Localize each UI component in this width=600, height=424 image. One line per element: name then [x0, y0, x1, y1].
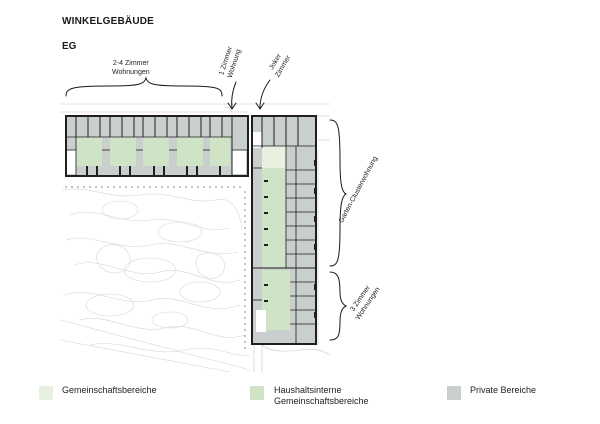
arrow-joker [259, 79, 271, 109]
brace-garden-cluster [329, 119, 348, 267]
arrow-one-room-head [227, 102, 237, 110]
joker-room-entry [252, 132, 262, 148]
legend-label-line: Gemeinschaftsbereiche [274, 396, 369, 406]
wing-walls [251, 115, 317, 345]
legend-label-common: Gemeinschaftsbereiche [62, 385, 157, 396]
legend-swatch-common [39, 386, 53, 400]
floor-label: EG [62, 41, 77, 52]
legend-swatch-household [250, 386, 264, 400]
dot-row-horizontal [65, 186, 241, 188]
legend-swatch-private [447, 386, 461, 400]
legend-label-line: Gemeinschaftsbereiche [62, 385, 157, 395]
legend-label-household: Haushaltsinterne Gemeinschaftsbereiche [274, 385, 369, 407]
household-common-areas [76, 137, 230, 166]
annotation-line: Wohnungen [112, 68, 150, 76]
dot-row-vertical [244, 191, 246, 349]
entry-areas [66, 150, 246, 174]
annotation-line: 2-4 Zimmer [112, 60, 149, 67]
corridor-common [262, 146, 286, 168]
arrow-joker-head [255, 102, 265, 110]
horizontal-wing [65, 115, 249, 177]
legend-label-line: Private Bereiche [470, 385, 537, 395]
path-dots [65, 186, 246, 349]
drawing-title: WINKELGEBÄUDE [62, 16, 155, 27]
wing-walls [65, 115, 249, 177]
legend-label-private: Private Bereiche [470, 385, 536, 396]
brace-three-room [329, 271, 348, 341]
arrow-one-room [231, 81, 237, 109]
site-context [60, 103, 331, 372]
annotation-two-four-room: 2-4 Zimmer Wohnungen [112, 60, 150, 77]
bottom-entry [256, 310, 266, 332]
garden-linework [59, 188, 251, 373]
brace-two-four-room [65, 76, 223, 97]
annotation-marks [65, 76, 348, 341]
door-marks [86, 166, 221, 176]
vertical-wing [251, 115, 317, 345]
cluster-living-common [262, 168, 286, 268]
legend-label-line: Haushaltsinterne [274, 385, 342, 395]
window-marks [264, 160, 317, 318]
